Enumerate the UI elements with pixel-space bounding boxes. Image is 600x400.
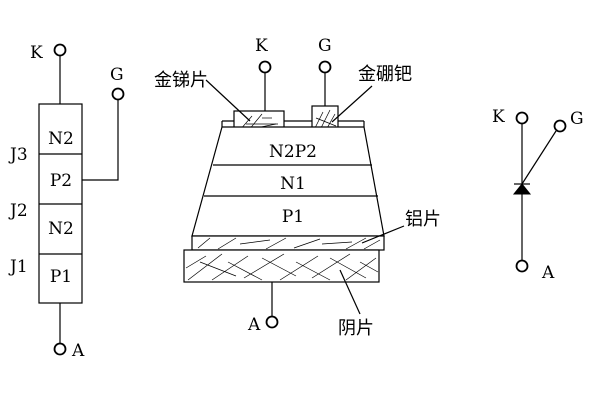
right-terminal-k — [515, 111, 529, 125]
middle-terminal-k — [258, 60, 272, 74]
right-symbol: K G A — [492, 107, 584, 283]
middle-aluminum-sheet — [191, 235, 385, 251]
middle-label-a: A — [247, 315, 261, 335]
middle-callout-cathode-leader — [339, 269, 361, 315]
left-terminal-a — [53, 342, 67, 356]
middle-layer-n2p2: N2P2 — [269, 142, 317, 162]
left-label-j3: J3 — [8, 145, 28, 165]
left-label-k: K — [30, 43, 43, 63]
left-layer-n2-bottom: N2 — [48, 219, 74, 239]
left-label-g: G — [110, 65, 124, 85]
left-label-a: A — [71, 341, 85, 361]
left-g-lead — [82, 100, 119, 181]
right-label-k: K — [492, 107, 505, 127]
right-label-g: G — [570, 109, 584, 129]
middle-label-g: G — [318, 36, 332, 56]
left-structure: K N2 P2 N2 P1 J3 J2 J1 G A — [8, 43, 125, 361]
left-label-j1: J1 — [8, 257, 28, 277]
right-terminal-a — [515, 259, 529, 273]
right-terminal-g — [553, 119, 567, 133]
middle-callout-boron: 金硼钯 — [358, 64, 412, 85]
middle-label-k: K — [255, 36, 268, 56]
middle-structure: K G 金锑片 金硼钯 — [154, 36, 441, 339]
right-label-a: A — [541, 263, 555, 283]
left-layer-p2: P2 — [50, 171, 72, 191]
middle-terminal-a — [265, 315, 279, 329]
thyristor-symbol-icon — [512, 183, 532, 195]
right-g-lead — [521, 130, 557, 185]
left-label-j2: J2 — [8, 201, 28, 221]
middle-terminal-g — [318, 60, 332, 74]
left-layer-p1: P1 — [50, 267, 72, 287]
middle-layer-n1: N1 — [280, 174, 306, 194]
middle-layer-p1: P1 — [282, 207, 304, 227]
middle-cathode-hatch — [185, 253, 379, 281]
left-layer-n2-top: N2 — [48, 129, 74, 149]
left-terminal-k — [53, 43, 67, 57]
middle-callout-antimony: 金锑片 — [154, 70, 208, 91]
middle-callout-aluminum-leader — [361, 225, 405, 244]
middle-aluminum-hatch — [197, 237, 381, 250]
middle-callout-cathode: 阴片 — [338, 318, 374, 339]
middle-callout-aluminum: 铝片 — [405, 209, 441, 230]
middle-callout-boron-leader — [331, 85, 373, 123]
middle-callout-antimony-leader — [205, 79, 251, 122]
left-terminal-g — [111, 87, 125, 101]
